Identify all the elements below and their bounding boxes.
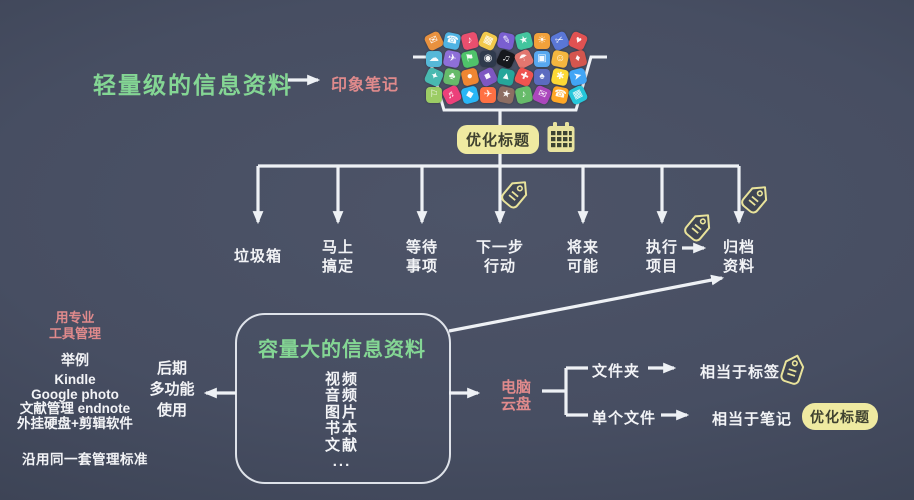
app-icon: ☺: [550, 49, 570, 69]
app-icon: ★: [496, 85, 516, 105]
app-icon-basket: ✉ ☎ ♪ ▦ ✎ ★ ☀ ✂ ♥ ☁ ✈ ⚑ ◉ ♫ ☂ ▣ ☺ ♦ ✦ ♣ …: [423, 30, 592, 107]
app-icon: ✈: [442, 49, 462, 69]
example-tool: 外挂硬盘+剪辑软件: [17, 415, 133, 431]
media-type-item: 图片: [324, 403, 359, 421]
example-tool: 文献管理 endnote: [19, 401, 131, 416]
app-icon: ✱: [550, 67, 570, 87]
app-icon: ✚: [513, 66, 535, 88]
app-icon: ✎: [496, 31, 516, 51]
media-type-item: 音频: [324, 387, 359, 405]
app-icon: ●: [460, 67, 480, 87]
app-icon: ☁: [426, 51, 442, 67]
optimize-title-badge: 优化标题: [457, 125, 539, 154]
tag-icon: [501, 181, 528, 209]
app-icon: ☎: [550, 85, 570, 105]
app-icon: ✂: [549, 30, 571, 52]
example-label: 举例: [61, 352, 89, 368]
app-icon: ☂: [513, 48, 535, 70]
pc-cloud-label: 电脑 云盘: [500, 379, 531, 413]
app-icon: ♪: [514, 85, 534, 105]
branch-label: 等待 事项: [405, 239, 438, 275]
folder-equivalent-label: 相当于标签: [700, 364, 781, 381]
media-type-item: 文献: [324, 436, 359, 454]
large-info-box: [235, 313, 451, 484]
app-icon: ✉: [531, 84, 553, 106]
app-icon: ✉: [423, 30, 445, 52]
app-icon: ⚑: [460, 49, 480, 69]
calendar-icon: [547, 122, 575, 152]
app-icon: ★: [514, 31, 534, 51]
app-icon: ✦: [423, 66, 445, 88]
app-icon: ♦: [568, 49, 588, 69]
tag-icon: [741, 186, 768, 214]
optimize-title-badge: 优化标题: [802, 403, 878, 430]
app-icon: ♠: [534, 69, 550, 85]
app-icon: ➤: [568, 67, 588, 87]
app-icon: ♬: [441, 84, 463, 106]
example-tool: Google photo: [31, 386, 119, 402]
file-equivalent-label: 相当于笔记: [712, 411, 793, 428]
single-file-label: 单个文件: [592, 410, 657, 427]
app-icon: ◆: [460, 85, 480, 105]
example-tool: Kindle: [54, 372, 96, 387]
app-icon: ✈: [480, 87, 496, 103]
branch-label: 将来 可能: [566, 239, 599, 275]
app-icon: ◉: [480, 51, 496, 67]
standard-note: 沿用同一套管理标准: [22, 452, 148, 467]
large-info-box-title: 容量大的信息资料: [258, 339, 426, 361]
app-icon: ♪: [460, 31, 480, 51]
app-icon: ♣: [442, 67, 462, 87]
app-icon: ▲: [496, 67, 516, 87]
branch-label: 马上 搞定: [321, 239, 354, 275]
pro-tools-note: 用专业 工具管理: [48, 310, 101, 341]
media-type-item: 视频: [324, 371, 359, 388]
large-info-box-items: 视频音频图片书本文献...: [247, 371, 437, 471]
app-icon: ▦: [567, 84, 589, 106]
tag-icon: [684, 214, 711, 242]
app-icon: ■: [477, 66, 499, 88]
app-icon: ☎: [442, 31, 462, 51]
branch-label: 执行 项目: [645, 239, 678, 275]
media-type-item: 书本: [324, 420, 359, 438]
app-icon: ▣: [534, 51, 550, 67]
branch-label: 归档 资料: [722, 239, 755, 275]
folder-label: 文件夹: [592, 363, 641, 380]
app-icon: ♫: [495, 48, 517, 70]
later-multiuse-label: 后期 多功能 使用: [149, 360, 195, 419]
branch-label: 下一步 行动: [475, 239, 524, 275]
app-icon: ♥: [567, 30, 589, 52]
tag-icon: [780, 354, 805, 385]
app-icon: ▦: [477, 30, 499, 52]
media-type-item: ...: [332, 453, 352, 471]
app-icon: ⚐: [426, 87, 442, 103]
app-icon: ☀: [534, 33, 550, 49]
headline-lightweight-info: 轻量级的信息资料: [93, 72, 293, 98]
evernote-label: 印象笔记: [331, 77, 400, 94]
branch-label: 垃圾箱: [233, 248, 282, 265]
